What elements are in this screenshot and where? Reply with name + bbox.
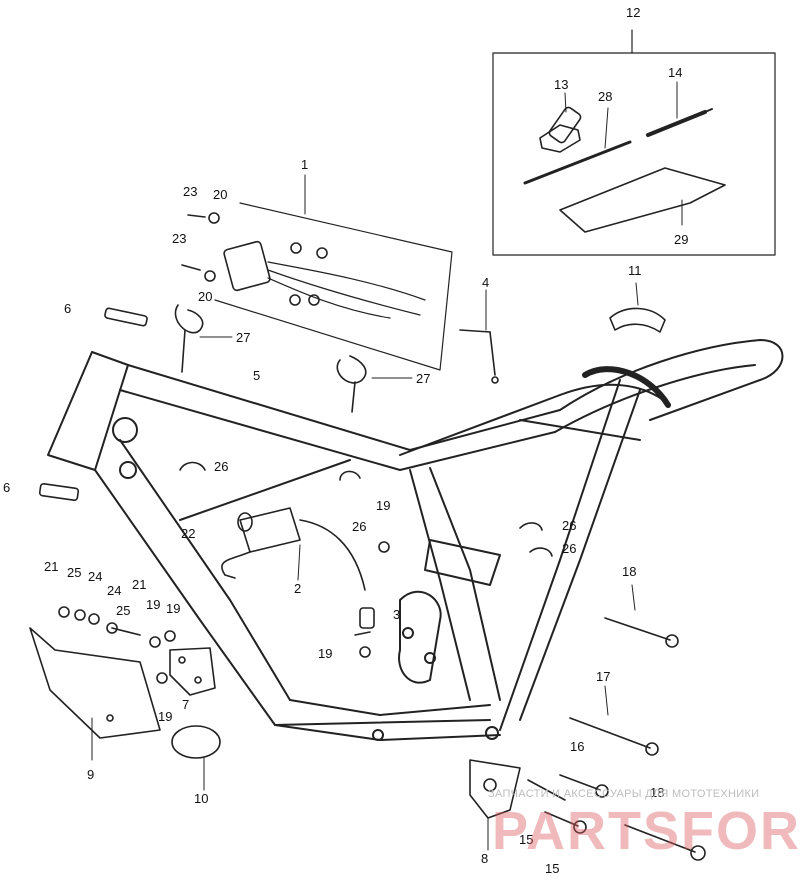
callout-4: 4 [482,275,490,290]
callout-21b: 21 [132,577,147,592]
callout-9: 9 [87,767,95,782]
callout-6b: 6 [3,480,11,495]
callout-19d: 19 [318,646,333,661]
callout-13: 13 [554,77,569,92]
watermark-tagline: ЗАПЧАСТИ И АКСЕССУАРЫ ДЛЯ МОТОТЕХНИКИ [488,788,760,800]
callout-26b: 26 [352,519,367,534]
callout-10: 10 [194,791,209,806]
callout-6a: 6 [64,301,72,316]
callout-20a: 20 [213,187,228,202]
battery-straps [38,304,413,501]
callout-18b: 18 [650,785,665,800]
callout-18a: 18 [622,564,637,579]
left-bolts [58,606,176,648]
callout-1: 1 [301,157,309,172]
callout-11: 11 [628,263,642,278]
engine-bracket [169,647,216,696]
callout-26c: 26 [562,518,577,533]
callout-2: 2 [294,581,302,596]
skid-plate [29,627,161,761]
callout-22: 22 [181,526,196,541]
callout-15b: 15 [545,861,560,876]
callout-20b: 20 [198,289,213,304]
engine-mount-plate [469,759,521,851]
callout-26a: 26 [214,459,229,474]
callout-15a: 15 [519,832,534,847]
callout-28: 28 [598,89,613,104]
callout-26d: 26 [562,541,577,556]
callout-27b: 27 [416,371,431,386]
callout-8: 8 [481,851,489,866]
mount-bolts [527,584,706,861]
callout-19c: 19 [166,601,181,616]
clips-and-nuts [156,461,553,684]
callout-24a: 24 [88,569,103,584]
main-frame [47,339,784,741]
callout-24b: 24 [107,583,122,598]
electrical-assembly [181,174,453,371]
ground-cable [459,289,499,384]
callout-17: 17 [596,669,611,684]
rear-bracket [609,282,666,333]
callout-16: 16 [570,739,585,754]
ignition-coil [221,507,375,636]
callout-29: 29 [674,232,689,247]
callout-19b: 19 [146,597,161,612]
callout-21a: 21 [44,559,59,574]
callout-27a: 27 [236,330,251,345]
callout-7: 7 [182,697,190,712]
callout-12: 12 [626,5,641,20]
oring [171,725,221,791]
watermark-brand: PARTSFOR.RU [492,801,800,861]
callout-25a: 25 [67,565,82,580]
callout-23b: 23 [172,231,187,246]
callout-19a: 19 [376,498,391,513]
callout-3: 3 [393,607,401,622]
callout-19e: 19 [158,709,173,724]
callout-25b: 25 [116,603,131,618]
callout-14: 14 [668,65,683,80]
callout-5: 5 [253,368,261,383]
tool-kit-box [492,29,776,256]
callout-23a: 23 [183,184,198,199]
